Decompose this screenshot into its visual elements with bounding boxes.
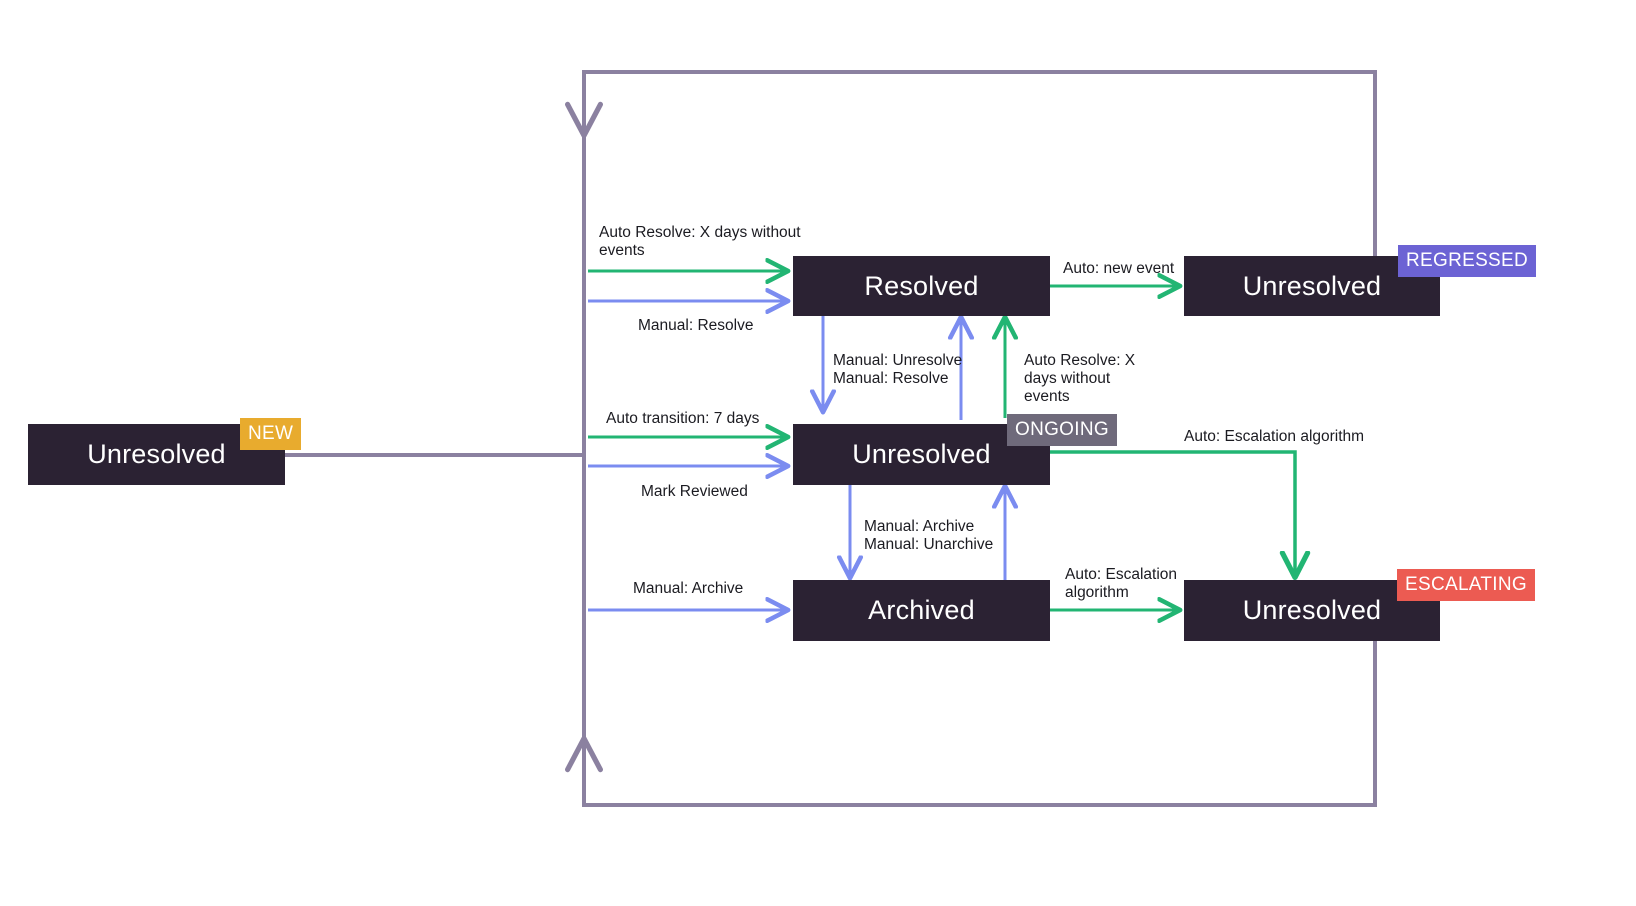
badge-text: REGRESSED (1406, 250, 1529, 271)
edge-label-auto-escalation-bottom: Auto: Escalation algorithm (1065, 566, 1178, 601)
edge-auto-escalation-top (1050, 450, 1295, 576)
edge-label-manual-archive-unarchive: Manual: Archive Manual: Unarchive (864, 518, 994, 553)
status-badge-escalating: ESCALATING (1397, 569, 1535, 601)
edge-label-auto-transition-7-days: Auto transition: 7 days (606, 410, 760, 427)
node-label: Unresolved (1242, 270, 1382, 301)
node-label: Unresolved (1242, 595, 1382, 625)
node-archived[interactable]: Archived (793, 580, 1050, 641)
badge-text: NEW (248, 423, 294, 444)
status-badge-regressed: REGRESSED (1398, 245, 1537, 277)
edge-label-auto-resolve-x-days: Auto Resolve: X days without events (599, 224, 801, 259)
loop-edge-outer (285, 70, 1377, 807)
badge-text: ESCALATING (1405, 574, 1527, 595)
edge-label-manual-unresolve-resolve: Manual: Unresolve Manual: Resolve (833, 352, 963, 387)
status-badge-new: NEW (240, 418, 302, 450)
node-label: Unresolved (852, 439, 991, 469)
node-label: Resolved (864, 270, 979, 301)
edge-label-manual-archive: Manual: Archive (633, 580, 744, 597)
badge-text: ONGOING (1015, 419, 1109, 440)
edge-label-auto-resolve-x-days-2: Auto Resolve: X days without events (1024, 352, 1136, 405)
node-regressed-unresolved[interactable]: Unresolved (1184, 256, 1440, 316)
edge-label-auto-escalation-top: Auto: Escalation algorithm (1184, 428, 1365, 445)
edge-label-manual-resolve: Manual: Resolve (638, 317, 754, 334)
node-label: Archived (868, 595, 975, 625)
node-label: Unresolved (87, 439, 226, 469)
status-badge-ongoing: ONGOING (1007, 414, 1117, 446)
edge-label-mark-reviewed: Mark Reviewed (641, 483, 748, 500)
node-resolved[interactable]: Resolved (793, 256, 1050, 316)
edge-label-auto-new-event: Auto: new event (1063, 260, 1175, 277)
